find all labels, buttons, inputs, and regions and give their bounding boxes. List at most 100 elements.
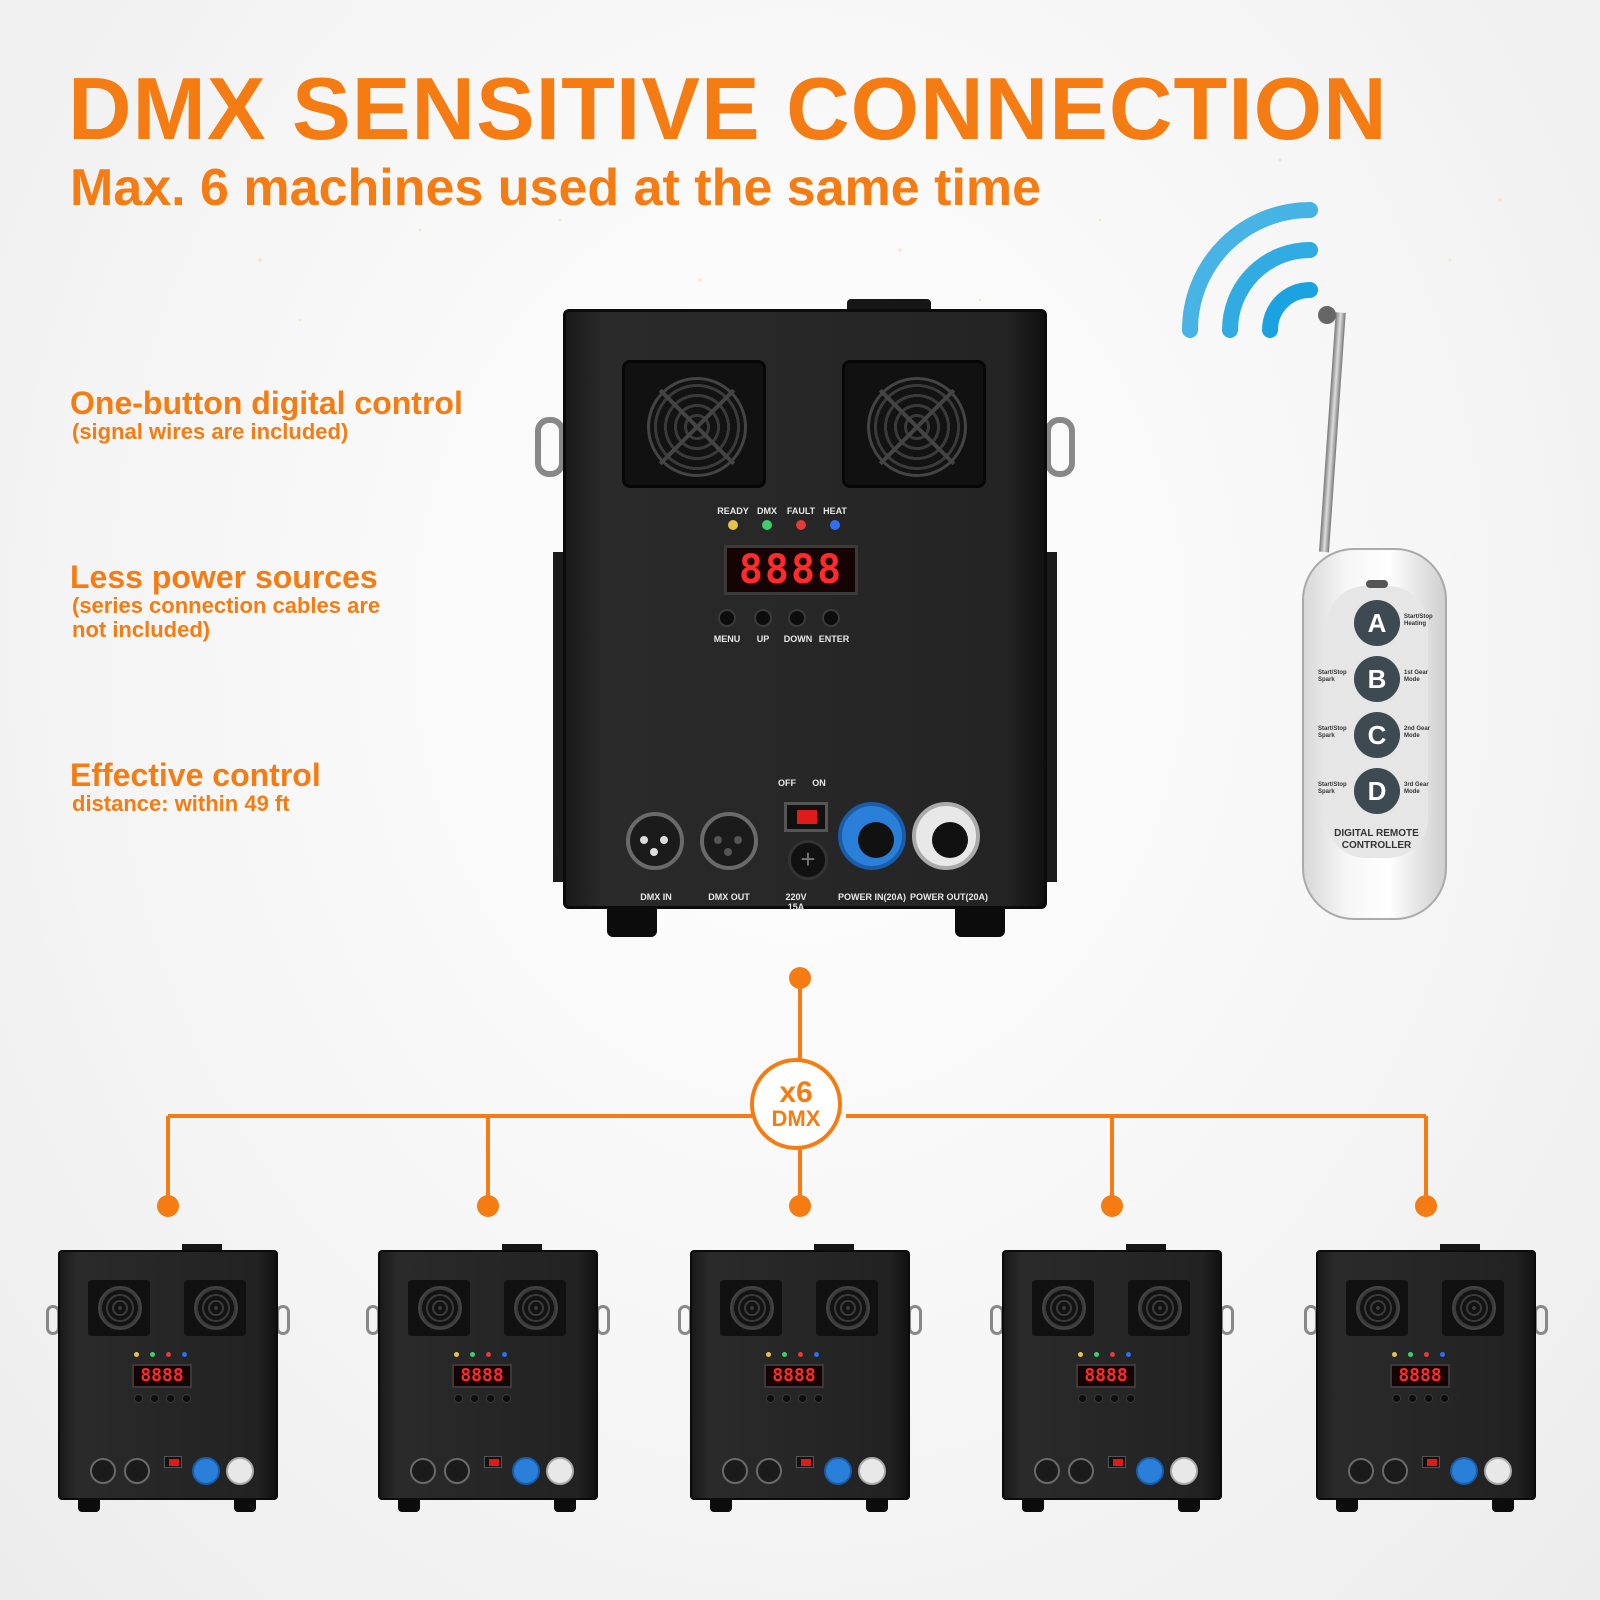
- enter-button[interactable]: [1440, 1394, 1449, 1403]
- power-out-connector[interactable]: [858, 1457, 886, 1485]
- spark-machine-unit: 8888: [678, 1244, 922, 1512]
- remote-button-c[interactable]: C: [1354, 712, 1400, 758]
- power-out-connector[interactable]: [546, 1457, 574, 1485]
- remote-caption: 3rd Gear Mode: [1404, 782, 1429, 795]
- menu-button[interactable]: [1078, 1394, 1087, 1403]
- power-in-connector[interactable]: [512, 1457, 540, 1485]
- remote-button-a[interactable]: A: [1354, 600, 1400, 646]
- feature-note: (signal wires are included): [72, 419, 349, 444]
- ready-led-icon: [1078, 1352, 1083, 1357]
- dmx-out-connector[interactable]: [124, 1458, 150, 1484]
- menu-button[interactable]: [454, 1394, 463, 1403]
- fan-icon: [622, 360, 766, 488]
- power-in-connector[interactable]: [192, 1457, 220, 1485]
- dmx-out-connector[interactable]: [1068, 1458, 1094, 1484]
- dmx-out-connector[interactable]: [1382, 1458, 1408, 1484]
- dmx-in-connector[interactable]: [722, 1458, 748, 1484]
- machine-body: 8888: [58, 1250, 278, 1500]
- machine-foot: [866, 1498, 888, 1512]
- enter-label: ENTER: [818, 634, 850, 644]
- fan-icon: [1346, 1280, 1408, 1336]
- remote-caption: Start/Stop Heating: [1404, 614, 1433, 627]
- menu-button[interactable]: [134, 1394, 143, 1403]
- down-button[interactable]: [1424, 1394, 1433, 1403]
- power-switch[interactable]: [1422, 1456, 1440, 1468]
- menu-button[interactable]: [1392, 1394, 1401, 1403]
- side-handle: [1045, 417, 1075, 477]
- power-switch[interactable]: [164, 1456, 182, 1468]
- power-switch[interactable]: [784, 802, 828, 832]
- power-out-connector[interactable]: [226, 1457, 254, 1485]
- enter-button[interactable]: [822, 609, 840, 627]
- dmx-in-connector[interactable]: [1348, 1458, 1374, 1484]
- dmx-in-connector[interactable]: [410, 1458, 436, 1484]
- power-out-connector[interactable]: [1484, 1457, 1512, 1485]
- remote-button-d[interactable]: D: [1354, 768, 1400, 814]
- fan-icon: [408, 1280, 470, 1336]
- side-handle: [1220, 1305, 1234, 1335]
- up-button[interactable]: [470, 1394, 479, 1403]
- machine-body: 8888: [690, 1250, 910, 1500]
- side-handle: [908, 1305, 922, 1335]
- fan-icon: [184, 1280, 246, 1336]
- power-in-label: POWER IN(20A): [837, 892, 906, 902]
- ready-led-icon: [454, 1352, 459, 1357]
- machine-body: 8888: [1002, 1250, 1222, 1500]
- dmx-in-connector[interactable]: [626, 812, 684, 870]
- spark-machine-main: READY DMX FAULT HEAT 8888 MENU UP DOWN E…: [535, 299, 1075, 937]
- machine-foot: [554, 1498, 576, 1512]
- up-button[interactable]: [1408, 1394, 1417, 1403]
- dmx-out-connector[interactable]: [756, 1458, 782, 1484]
- power-switch[interactable]: [796, 1456, 814, 1468]
- menu-button[interactable]: [766, 1394, 775, 1403]
- power-in-connector[interactable]: [1450, 1457, 1478, 1485]
- page-subtitle: Max. 6 machines used at the same time: [70, 159, 1042, 217]
- feature-power-sources: Less power sources (series connection ca…: [70, 560, 380, 642]
- remote-caption: 1st Gear Mode: [1404, 670, 1429, 683]
- remote-caption: Start/Stop Spark: [1318, 726, 1347, 739]
- machine-body: 8888: [378, 1250, 598, 1500]
- heat-led-icon: [830, 520, 840, 530]
- digital-display: 8888: [132, 1364, 192, 1388]
- machine-foot: [234, 1498, 256, 1512]
- dmx-in-connector[interactable]: [1034, 1458, 1060, 1484]
- dmx-led-icon: [1094, 1352, 1099, 1357]
- down-button[interactable]: [166, 1394, 175, 1403]
- enter-button[interactable]: [814, 1394, 823, 1403]
- up-button[interactable]: [1094, 1394, 1103, 1403]
- power-in-connector[interactable]: [838, 802, 906, 870]
- enter-button[interactable]: [182, 1394, 191, 1403]
- dmx-out-connector[interactable]: [444, 1458, 470, 1484]
- remote-button-b[interactable]: B: [1354, 656, 1400, 702]
- digital-display: 8888: [452, 1364, 512, 1388]
- power-out-connector[interactable]: [1170, 1457, 1198, 1485]
- dmx-in-connector[interactable]: [90, 1458, 116, 1484]
- up-button[interactable]: [754, 609, 772, 627]
- machine-foot: [607, 907, 657, 937]
- top-tab: [814, 1244, 854, 1252]
- power-switch[interactable]: [484, 1456, 502, 1468]
- enter-button[interactable]: [1126, 1394, 1135, 1403]
- power-in-connector[interactable]: [1136, 1457, 1164, 1485]
- power-out-connector[interactable]: [912, 802, 980, 870]
- enter-button[interactable]: [502, 1394, 511, 1403]
- up-button[interactable]: [782, 1394, 791, 1403]
- down-button[interactable]: [798, 1394, 807, 1403]
- machine-foot: [1178, 1498, 1200, 1512]
- heat-led-icon: [182, 1352, 187, 1357]
- power-switch[interactable]: [1108, 1456, 1126, 1468]
- dmx-out-connector[interactable]: [700, 812, 758, 870]
- menu-button[interactable]: [718, 609, 736, 627]
- dmx-led-icon: [150, 1352, 155, 1357]
- down-button[interactable]: [788, 609, 806, 627]
- menu-label: MENU: [713, 634, 741, 644]
- wireless-signal-icon: [1182, 202, 1318, 338]
- power-in-connector[interactable]: [824, 1457, 852, 1485]
- down-button[interactable]: [486, 1394, 495, 1403]
- ready-led-icon: [728, 520, 738, 530]
- fan-icon: [1442, 1280, 1504, 1336]
- up-button[interactable]: [150, 1394, 159, 1403]
- machine-body: 8888: [1316, 1250, 1536, 1500]
- fault-led-icon: [486, 1352, 491, 1357]
- down-button[interactable]: [1110, 1394, 1119, 1403]
